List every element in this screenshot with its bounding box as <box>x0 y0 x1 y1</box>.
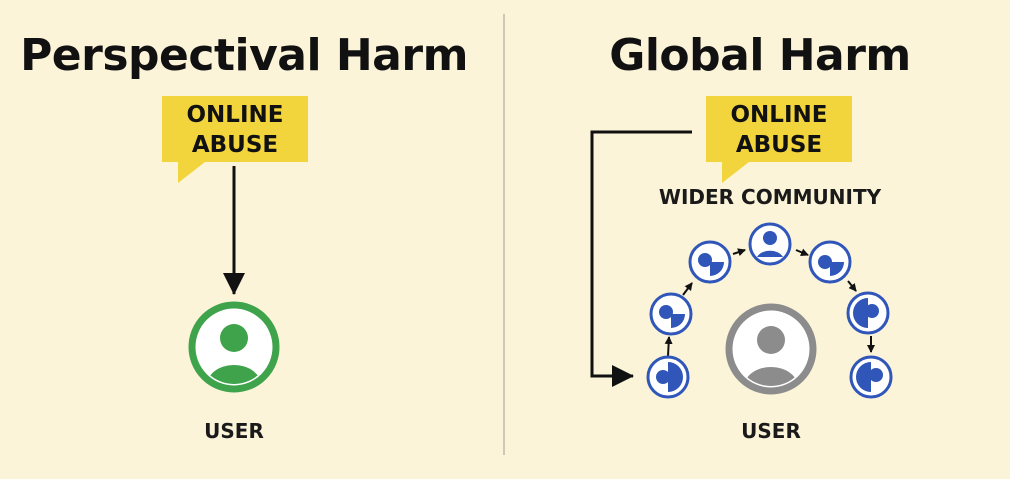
community-member-icon <box>808 240 852 284</box>
left-user-label: USER <box>204 419 264 443</box>
callout-bubble <box>162 96 308 183</box>
right-online-abuse-callout: ONLINE ABUSE <box>706 96 852 183</box>
callout-line-2: ABUSE <box>192 132 278 158</box>
callout-line-1: ONLINE <box>731 102 828 128</box>
community-member-icon <box>649 292 693 336</box>
callout-line-2: ABUSE <box>736 132 822 158</box>
community-member-icon <box>688 240 732 284</box>
community-member-icon <box>748 222 792 266</box>
right-panel-title: Global Harm <box>609 30 911 81</box>
wider-community-label: WIDER COMMUNITY <box>659 185 882 209</box>
callout-line-1: ONLINE <box>187 102 284 128</box>
left-panel-title: Perspectival Harm <box>20 30 468 81</box>
right-user-label: USER <box>741 419 801 443</box>
callout-bubble <box>706 96 852 183</box>
community-connections <box>664 248 875 357</box>
left-online-abuse-callout: ONLINE ABUSE <box>162 96 308 183</box>
abuse-to-community-arrow <box>590 130 692 387</box>
community-member-icon <box>849 355 893 399</box>
user-icon <box>188 301 280 393</box>
community-member-icon <box>646 355 690 399</box>
community-member-icon <box>846 291 890 335</box>
user-icon <box>725 303 817 395</box>
